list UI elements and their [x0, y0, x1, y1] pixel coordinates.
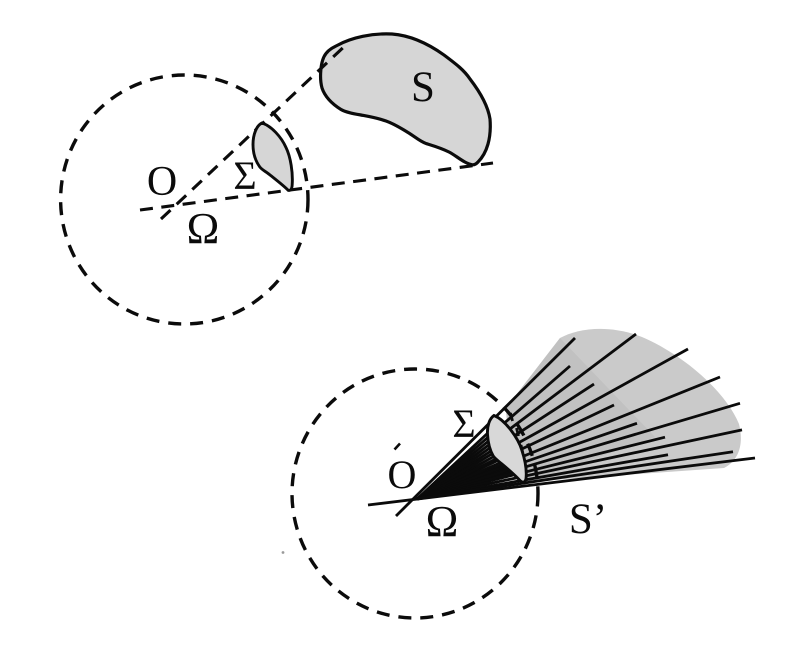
svg-text:S: S: [411, 64, 435, 111]
svg-text:O: O: [388, 452, 417, 497]
svg-text:S’: S’: [569, 496, 607, 543]
svg-text:Σ: Σ: [233, 153, 256, 198]
svg-text:Σ: Σ: [452, 401, 475, 446]
svg-text:Ω: Ω: [426, 497, 459, 546]
svg-text:Ω: Ω: [187, 204, 220, 253]
svg-text:O: O: [147, 159, 177, 205]
